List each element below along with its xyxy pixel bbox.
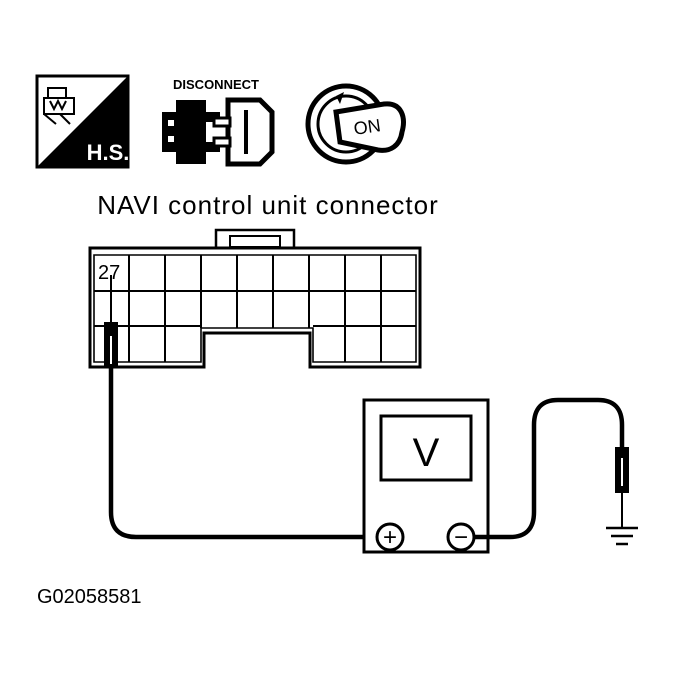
connector-title: NAVI control unit connector [97, 190, 439, 220]
voltmeter-symbol: V [413, 431, 440, 475]
ground-icon [606, 526, 638, 546]
harness-side-icon: H.S. [35, 74, 130, 169]
positive-terminal [375, 522, 405, 552]
voltmeter: V + − [362, 398, 490, 554]
mini-connector-icon [43, 87, 75, 125]
negative-probe [615, 447, 629, 527]
disconnect-icon: DISCONNECT [162, 77, 275, 167]
ignition-on-icon: ON [305, 83, 406, 165]
terminal-number-label: 27 [98, 262, 120, 284]
figure-code: G02058581 [37, 586, 142, 608]
positive-lead-wire [108, 368, 374, 540]
disconnect-label: DISCONNECT [173, 77, 259, 92]
positive-probe [104, 275, 118, 368]
positive-symbol: + [383, 524, 397, 551]
negative-lead-wire [474, 397, 625, 540]
on-label: ON [352, 115, 382, 139]
negative-symbol: − [454, 524, 468, 551]
hs-label: H.S. [87, 140, 130, 165]
navi-connector [88, 228, 422, 369]
